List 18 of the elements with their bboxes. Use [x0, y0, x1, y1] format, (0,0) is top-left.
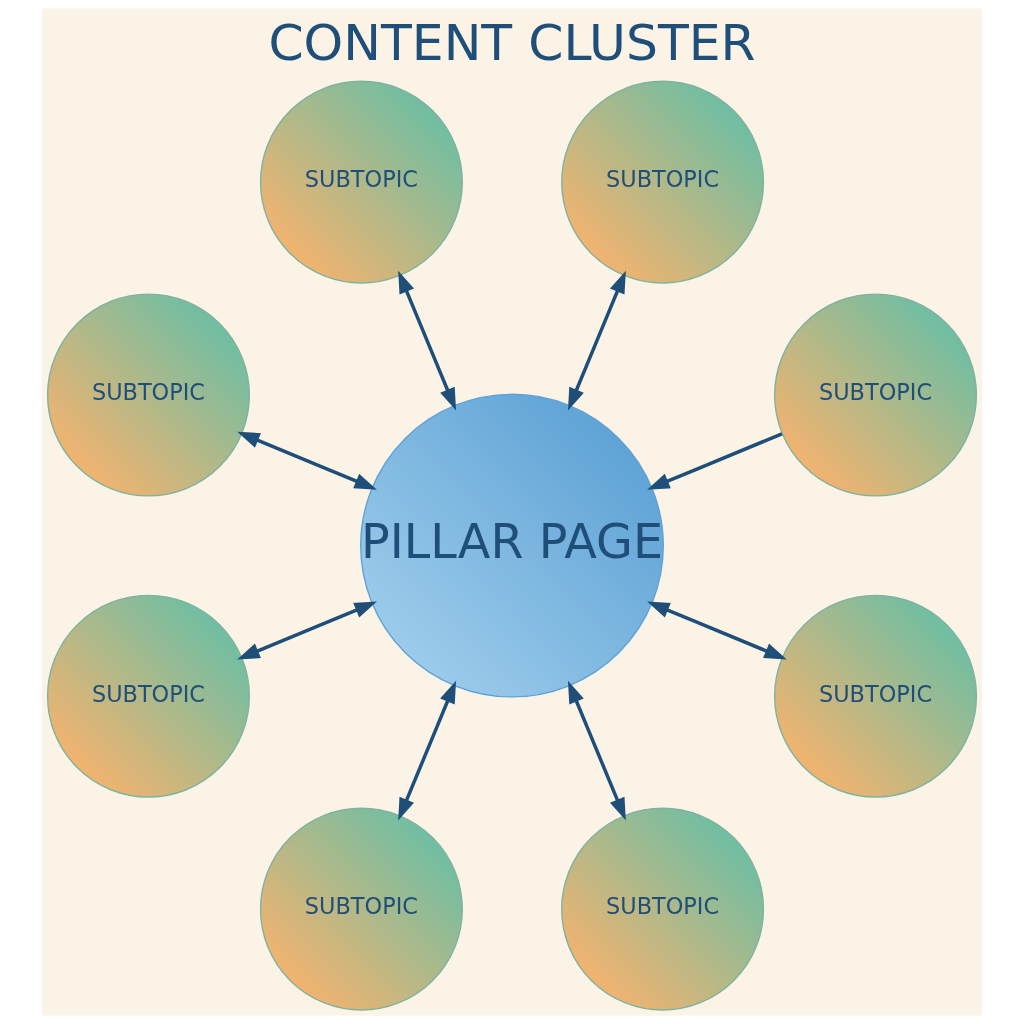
diagram-title: CONTENT CLUSTER: [268, 12, 756, 72]
arrow: [567, 680, 626, 821]
node-circle: SUBTOPIC: [259, 80, 463, 284]
node-circle: SUBTOPIC: [46, 293, 251, 497]
node-circle: SUBTOPIC: [259, 807, 463, 1011]
arrow: [398, 270, 457, 411]
node-circle: SUBTOPIC: [561, 807, 765, 1011]
node-circle: SUBTOPIC: [46, 594, 251, 798]
node-circle: SUBTOPIC: [561, 80, 765, 284]
arrow: [647, 432, 783, 490]
arrow: [647, 601, 787, 660]
node-circle: SUBTOPIC: [773, 293, 978, 497]
node-circle: PILLAR PAGE: [360, 393, 664, 698]
arrow: [398, 680, 457, 821]
arrow: [237, 601, 377, 660]
arrow: [237, 431, 377, 490]
node-circle: SUBTOPIC: [773, 594, 978, 798]
arrow: [567, 270, 626, 411]
